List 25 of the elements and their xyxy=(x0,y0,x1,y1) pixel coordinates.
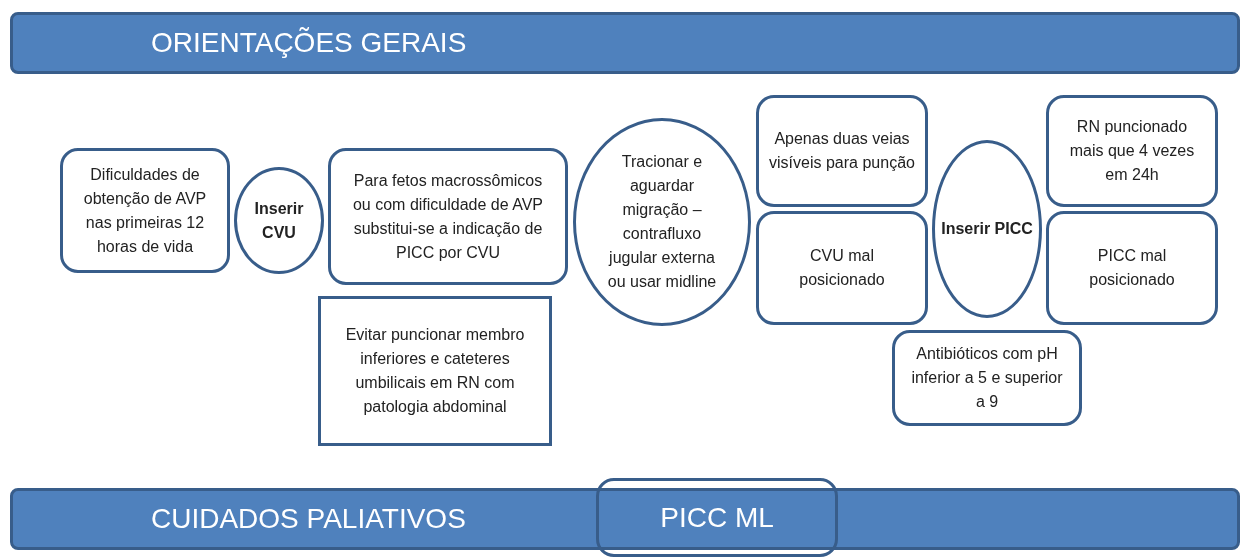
box-text: RN puncionado mais que 4 vezes em 24h xyxy=(1068,117,1196,185)
box-text: CVU mal posicionado xyxy=(798,246,886,290)
header-band xyxy=(10,12,1240,74)
box-text: Para fetos macrossômicos ou com dificuldade de AVP substitui-se a indicação de PICC por CVU xyxy=(351,170,544,263)
box-text: Dificuldades de obtenção de AVP nas primeiras 12 horas de vida xyxy=(82,164,208,257)
band-title: ORIENTAÇÕES GERAIS xyxy=(151,27,467,59)
info-box xyxy=(328,148,568,285)
overlay-text: PICC ML xyxy=(660,501,774,534)
box-text: Antibióticos com pH inferior a 5 e superior a 9 xyxy=(910,344,1064,412)
info-box xyxy=(318,296,552,446)
info-box xyxy=(1046,95,1218,207)
footer-band xyxy=(10,488,1240,550)
info-box xyxy=(1046,211,1218,325)
overlay-box xyxy=(596,478,838,557)
info-box xyxy=(60,148,230,273)
info-box xyxy=(892,330,1082,426)
info-box xyxy=(756,95,928,207)
box-text: Apenas duas veias visíveis para punção xyxy=(769,129,915,173)
action-text: Inserir PICC xyxy=(941,219,1033,239)
info-box xyxy=(756,211,928,325)
ellipse-text: Tracionar e aguardar migração – contrafluxo jugular externa ou usar midline xyxy=(606,152,718,292)
action-text: Inserir CVU xyxy=(253,198,305,243)
box-text: Evitar puncionar membro inferiores e cateteres umbilicais em RN com patologia abdominal xyxy=(344,325,526,417)
box-text: PICC mal posicionado xyxy=(1088,246,1176,290)
band-title: CUIDADOS PALIATIVOS xyxy=(151,503,466,535)
